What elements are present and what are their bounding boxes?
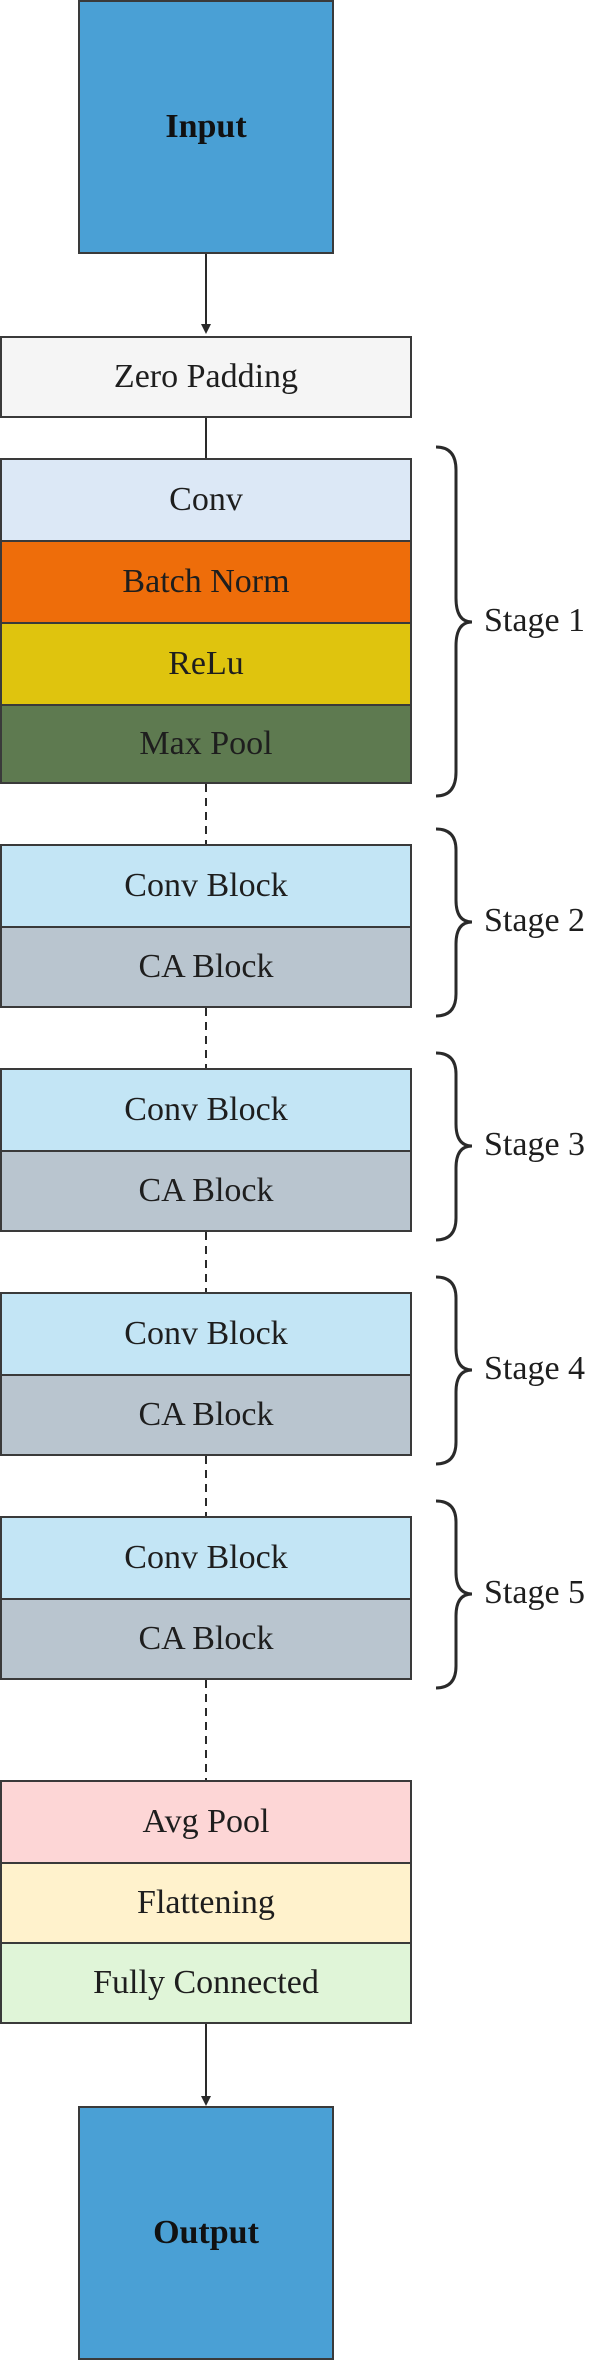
avg-pool-block: Avg Pool (0, 1780, 412, 1864)
input-block: Input (78, 0, 334, 254)
stage5-conv-block: Conv Block (0, 1516, 412, 1600)
flattening-block: Flattening (0, 1862, 412, 1944)
stage5-conv-block-label: Conv Block (124, 1539, 288, 1576)
stage3-conv-block: Conv Block (0, 1068, 412, 1152)
output-label: Output (153, 2214, 259, 2251)
output-block: Output (78, 2106, 334, 2360)
fully-connected-label: Fully Connected (93, 1964, 319, 2001)
stage4-ca-block-label: CA Block (138, 1396, 274, 1433)
stage1-batch-norm: Batch Norm (0, 540, 412, 624)
stage2-conv-block: Conv Block (0, 844, 412, 928)
stage3-ca-block-label: CA Block (138, 1172, 274, 1209)
stage1-label: Stage 1 (484, 602, 586, 639)
zero-padding-block: Zero Padding (0, 336, 412, 418)
stage2-ca-block: CA Block (0, 926, 412, 1008)
stage1-max-pool: Max Pool (0, 704, 412, 784)
stage1-relu-label: ReLu (168, 645, 244, 682)
brace-stage-5 (435, 1499, 473, 1690)
brace-stage-1 (435, 445, 473, 798)
stage1-batch-norm-label: Batch Norm (122, 563, 290, 600)
brace-stage-2 (435, 827, 473, 1018)
stage4-ca-block: CA Block (0, 1374, 412, 1456)
stage3-conv-block-label: Conv Block (124, 1091, 288, 1128)
stage3-label: Stage 3 (484, 1126, 586, 1163)
stage2-conv-block-label: Conv Block (124, 867, 288, 904)
stage2-ca-block-label: CA Block (138, 948, 274, 985)
stage4-conv-block: Conv Block (0, 1292, 412, 1376)
stage4-conv-block-label: Conv Block (124, 1315, 288, 1352)
zero-padding-label: Zero Padding (113, 358, 299, 395)
stage1-relu: ReLu (0, 622, 412, 706)
fully-connected-block: Fully Connected (0, 1942, 412, 2024)
stage1-conv: Conv (0, 458, 412, 542)
stage4-label: Stage 4 (484, 1350, 586, 1387)
stage1-conv-label: Conv (169, 481, 243, 518)
stage5-ca-block: CA Block (0, 1598, 412, 1680)
stage5-ca-block-label: CA Block (138, 1620, 274, 1657)
brace-stage-3 (435, 1051, 473, 1242)
stage3-ca-block: CA Block (0, 1150, 412, 1232)
stage5-label: Stage 5 (484, 1574, 586, 1611)
flattening-label: Flattening (137, 1884, 275, 1921)
stage1-max-pool-label: Max Pool (139, 725, 273, 762)
input-label: Input (165, 108, 247, 145)
avg-pool-label: Avg Pool (142, 1803, 270, 1840)
brace-stage-4 (435, 1275, 473, 1466)
stage2-label: Stage 2 (484, 902, 586, 939)
